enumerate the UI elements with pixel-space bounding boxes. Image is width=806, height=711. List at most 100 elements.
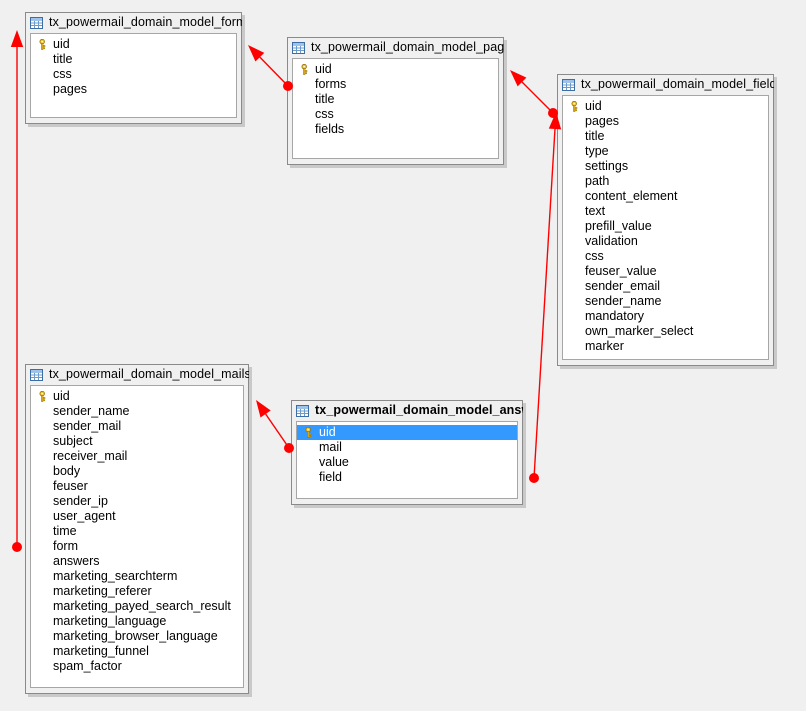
attribute-name: title [585,129,605,143]
attribute-row[interactable]: user_agent [31,509,243,524]
attribute-row[interactable]: form [31,539,243,554]
attribute-row[interactable]: prefill_value [563,219,768,234]
attribute-name: own_marker_select [585,324,694,338]
attribute-row-primary-key[interactable]: uid [31,37,236,52]
attribute-name: settings [585,159,629,173]
key-icon [297,64,313,75]
attribute-name: css [53,67,72,81]
attribute-row[interactable]: marketing_language [31,614,243,629]
attribute-row[interactable]: time [31,524,243,539]
relation-fields-to-pages [510,70,558,118]
attribute-row[interactable]: mandatory [563,309,768,324]
relation-line [521,81,554,114]
attribute-row[interactable]: path [563,174,768,189]
attribute-row[interactable]: forms [293,77,498,92]
attribute-name: marketing_payed_search_result [53,599,231,613]
attribute-row-primary-key[interactable]: uid [31,389,243,404]
attribute-row[interactable]: content_element [563,189,768,204]
attribute-name: mail [319,440,342,454]
attribute-name: uid [319,425,336,439]
attribute-row-primary-key[interactable]: uid [293,62,498,77]
attribute-row[interactable]: body [31,464,243,479]
attribute-row[interactable]: text [563,204,768,219]
relation-line [259,56,289,87]
attribute-row[interactable]: receiver_mail [31,449,243,464]
attribute-row[interactable]: sender_name [563,294,768,309]
attribute-row[interactable]: value [297,455,517,470]
attribute-row[interactable]: marketing_funnel [31,644,243,659]
attribute-row[interactable]: fields [293,122,498,137]
attribute-name: form [53,539,78,553]
attribute-name: sender_ip [53,494,108,508]
attribute-row[interactable]: sender_name [31,404,243,419]
attribute-row[interactable]: mail [297,440,517,455]
attribute-name: marketing_searchterm [53,569,178,583]
attribute-row[interactable]: marker [563,339,768,354]
attribute-row-primary-key[interactable]: uid [563,99,768,114]
attribute-row[interactable]: marketing_browser_language [31,629,243,644]
attribute-row[interactable]: answers [31,554,243,569]
attribute-row[interactable]: sender_email [563,279,768,294]
table-icon [30,16,43,29]
relation-line [533,128,556,479]
attribute-row[interactable]: sender_mail [31,419,243,434]
entity-title[interactable]: tx_powermail_domain_model_mails [25,364,249,385]
relation-arrowhead [10,30,24,47]
attribute-row[interactable]: type [563,144,768,159]
attribute-row[interactable]: css [293,107,498,122]
relation-endpoint-ball [12,542,22,552]
attribute-row[interactable]: css [563,249,768,264]
attribute-row[interactable]: validation [563,234,768,249]
attribute-row-primary-key[interactable]: uid [297,425,517,440]
attribute-row[interactable]: marketing_searchterm [31,569,243,584]
attribute-name: fields [315,122,345,136]
entity-title[interactable]: tx_powermail_domain_model_forms [25,12,242,33]
attribute-name: uid [53,37,70,51]
attribute-name: marketing_browser_language [53,629,218,643]
attribute-row[interactable]: marketing_referer [31,584,243,599]
relation-arrowhead [256,400,271,418]
attribute-name: value [319,455,349,469]
relation-answer-to-mails [256,400,294,453]
key-icon [35,39,51,50]
attribute-row[interactable]: feuser [31,479,243,494]
attribute-row[interactable]: field [297,470,517,485]
entity-title[interactable]: tx_powermail_domain_model_answer [291,400,523,421]
attribute-name: sender_name [53,404,130,418]
attribute-row[interactable]: own_marker_select [563,324,768,339]
attribute-name: pages [53,82,88,96]
attribute-name: marker [585,339,624,353]
attribute-row[interactable]: spam_factor [31,659,243,674]
entity-title-text: tx_powermail_domain_model_mails [49,367,249,381]
table-icon [292,41,305,54]
attribute-row[interactable]: pages [563,114,768,129]
attribute-row[interactable]: subject [31,434,243,449]
attribute-row[interactable]: title [31,52,236,67]
attribute-name: sender_name [585,294,662,308]
entity-title[interactable]: tx_powermail_domain_model_fields [557,74,774,95]
entity-title-text: tx_powermail_domain_model_fields [581,77,774,91]
entity-title[interactable]: tx_powermail_domain_model_pages [287,37,504,58]
attribute-row[interactable]: sender_ip [31,494,243,509]
attribute-row[interactable]: title [293,92,498,107]
attribute-row[interactable]: marketing_payed_search_result [31,599,243,614]
attribute-row[interactable]: settings [563,159,768,174]
attribute-row[interactable]: css [31,67,236,82]
attribute-row[interactable]: title [563,129,768,144]
attribute-name: title [315,92,335,106]
attribute-name: field [319,470,342,484]
attribute-row[interactable]: pages [31,82,236,97]
relation-line [265,413,290,449]
attribute-name: user_agent [53,509,116,523]
attribute-name: receiver_mail [53,449,128,463]
attribute-row[interactable]: feuser_value [563,264,768,279]
attribute-name: prefill_value [585,219,652,233]
attribute-name: css [585,249,604,263]
attribute-name: mandatory [585,309,645,323]
